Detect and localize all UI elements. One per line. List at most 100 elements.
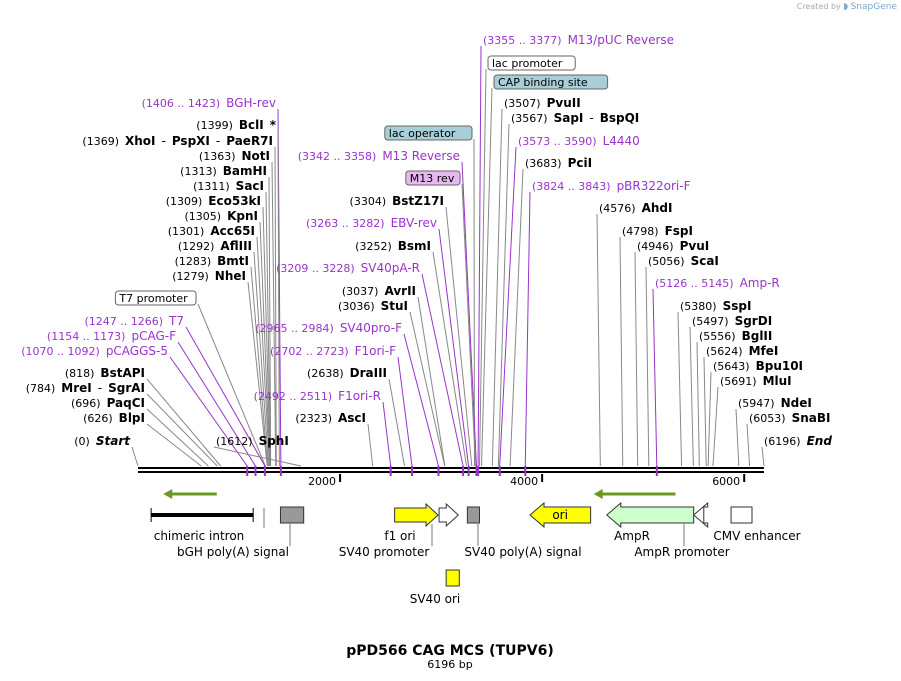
feature-caption: AmpR promoter — [634, 545, 729, 559]
left-label-1-leader — [277, 130, 280, 467]
left-label-3-part: NotI — [242, 149, 271, 163]
top-label-7: (3824 .. 3843)pBR322ori-F — [532, 179, 691, 193]
feature-f1-ori-arrow — [394, 502, 439, 528]
left-label-10-part: (1283) — [175, 255, 212, 268]
left-label-16-part: BstAPI — [100, 366, 145, 380]
right-label-0-leader — [596, 213, 601, 467]
left-label-17-part: SgrAI — [108, 381, 145, 395]
feature-caption: bGH poly(A) signal — [177, 545, 289, 559]
feature-caption: SV40 poly(A) signal — [464, 545, 581, 559]
left-label-18-part: PaqCI — [107, 396, 145, 410]
feature-chimeric-intron-bar — [151, 513, 254, 517]
middle-label-10-part: (2702 .. 2723) — [270, 345, 349, 358]
right-label-4-leader — [652, 288, 658, 467]
ruler-label: 2000 — [308, 475, 336, 488]
feature-caption: CMV enhancer — [713, 529, 800, 543]
left-label-8-leader — [256, 236, 270, 467]
middle-label-5: (3252)BsmI — [355, 239, 431, 253]
right-label-10-part: (5691) — [720, 375, 757, 388]
left-label-18-part: (696) — [71, 397, 101, 410]
middle-label-7-part: (3037) — [342, 285, 379, 298]
left-label-21: (1612)SphI — [216, 434, 289, 448]
top-label-7-part: (3824 .. 3843) — [532, 180, 611, 193]
left-label-17-part: MreI — [61, 381, 91, 395]
right-label-13: (6196)End — [764, 434, 832, 448]
right-label-10-leader — [712, 386, 719, 467]
snapgene-credit: Created by ◗ SnapGene — [797, 2, 897, 12]
feature-sv40-promoter-arrow — [438, 502, 460, 528]
middle-label-13: (2323)AscI — [295, 411, 366, 425]
plasmid-length: 6196 bp — [427, 658, 472, 671]
feature-sv40-ori-box — [445, 569, 460, 587]
middle-label-2-box — [405, 170, 461, 186]
feature-caption: f1 ori — [384, 529, 415, 543]
right-label-8-part: (5624) — [706, 345, 743, 358]
top-label-6-part: PciI — [568, 156, 593, 170]
left-label-12-name: T7 promoter — [118, 292, 188, 305]
left-label-1: (1399)BclI* — [196, 118, 276, 132]
left-label-10-leader — [250, 266, 269, 467]
left-label-8-part: Acc65I — [210, 224, 255, 238]
middle-label-4: (3263 .. 3282)EBV-rev — [306, 216, 437, 230]
direction-arrow-head-1 — [593, 489, 603, 499]
top-label-6-part: (3683) — [525, 157, 562, 170]
left-label-2-part: PspXI — [172, 134, 210, 148]
right-label-9-part: Bpu10I — [756, 359, 803, 373]
middle-label-1: (3342 .. 3358)M13 Reverse — [298, 149, 460, 163]
middle-label-12-leader — [382, 401, 392, 467]
feature-ori-arrow — [529, 501, 592, 529]
left-label-11-leader — [247, 281, 268, 467]
top-label-0-part: M13/pUC Reverse — [568, 33, 675, 47]
feature-bgh-poly-a-signal-box — [279, 506, 305, 524]
middle-label-9-leader — [403, 333, 439, 467]
middle-label-9: (2965 .. 2984)SV40pro-F — [255, 321, 402, 335]
right-label-6-part: SgrDI — [735, 314, 773, 328]
left-label-6: (1309)Eco53kI — [166, 194, 261, 208]
right-label-11-leader — [735, 408, 740, 467]
middle-label-1-part: M13 Reverse — [382, 149, 460, 163]
top-label-3-leader — [491, 108, 503, 467]
left-label-20-part: (0) — [74, 435, 90, 448]
left-label-4: (1313)BamHI — [180, 164, 267, 178]
left-label-6-part: (1309) — [166, 195, 203, 208]
left-label-0: (1406 .. 1423)BGH-rev — [142, 96, 276, 110]
middle-label-11: (2638)DraIII — [307, 366, 387, 380]
right-label-7-part: BglII — [742, 329, 773, 343]
left-label-16-part: (818) — [65, 367, 95, 380]
right-label-12-part: SnaBI — [792, 411, 831, 425]
left-label-15-leader — [169, 356, 248, 467]
right-label-1-leader — [619, 236, 624, 467]
left-label-14: (1154 .. 1173)pCAG-F — [47, 329, 176, 343]
right-label-4-part: Amp-R — [740, 276, 780, 290]
left-label-7-leader — [259, 221, 271, 467]
middle-label-3: (3304)BstZ17I — [350, 194, 444, 208]
right-label-2-part: PvuI — [680, 239, 710, 253]
left-label-19-part: (626) — [83, 412, 113, 425]
left-label-9-part: AflIII — [220, 239, 252, 253]
right-label-5-part: SspI — [723, 299, 752, 313]
left-label-8-part: (1301) — [168, 225, 205, 238]
right-label-0-part: (4576) — [599, 202, 636, 215]
feature-caption: SV40 promoter — [339, 545, 430, 559]
right-label-4: (5126 .. 5145)Amp-R — [655, 276, 780, 290]
top-label-0-leader — [477, 45, 482, 467]
middle-label-12-part: F1ori-R — [338, 389, 381, 403]
middle-label-11-leader — [388, 378, 406, 467]
left-label-18-leader — [146, 408, 209, 467]
top-label-5-leader — [499, 146, 517, 467]
left-label-17-part: - — [98, 381, 102, 395]
left-label-5-leader — [265, 191, 271, 467]
middle-label-4-leader — [438, 228, 470, 467]
feature-caption: SV40 ori — [410, 592, 461, 606]
left-label-9: (1292)AflIII — [178, 239, 252, 253]
middle-label-4-part: (3263 .. 3282) — [306, 217, 385, 230]
right-label-3: (5056)ScaI — [648, 254, 719, 268]
middle-label-6-leader — [421, 273, 464, 467]
left-label-15-part: pCAGGS-5 — [106, 344, 168, 358]
top-label-4-leader — [497, 123, 510, 467]
middle-label-8-leader — [409, 311, 446, 467]
middle-label-8: (3036)StuI — [338, 299, 408, 313]
middle-label-13-part: (2323) — [295, 412, 332, 425]
top-label-2-name: CAP binding site — [498, 76, 588, 89]
